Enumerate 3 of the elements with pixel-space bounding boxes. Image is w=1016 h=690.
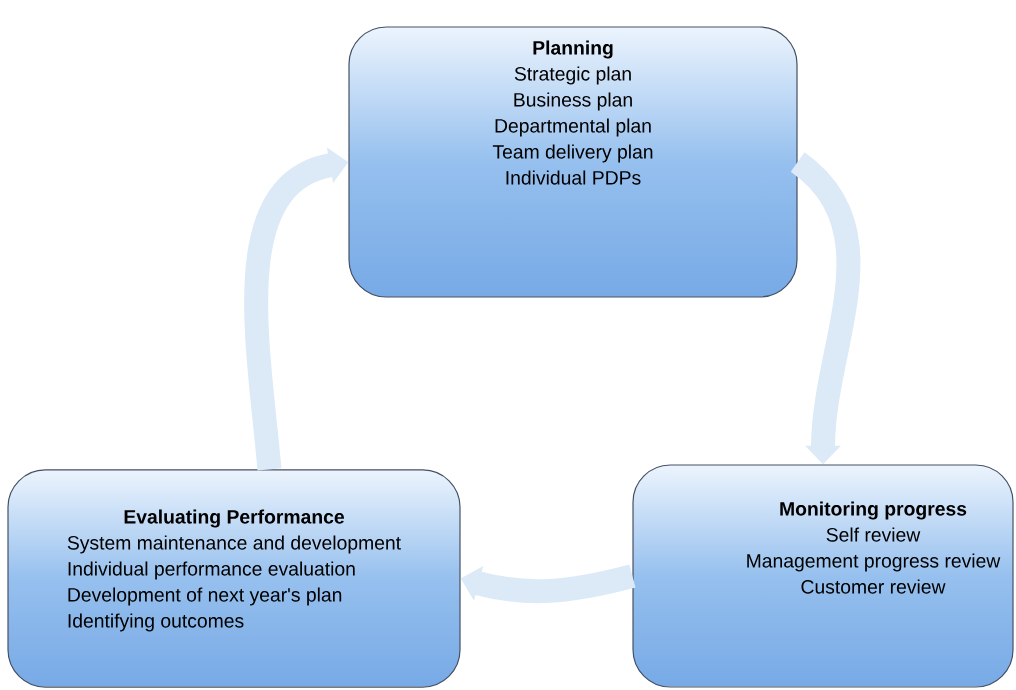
process-box: Planning Strategic plan Business plan Departmental plan Team delivery plan Individual PDPs — [348, 26, 798, 298]
process-box: Monitoring progress Self review Management progress review Customer review — [632, 464, 1014, 688]
process-box: Evaluating Performance System maintenance and development Individual performance evaluation Development of next year's plan Identifying outcomes — [7, 469, 461, 688]
